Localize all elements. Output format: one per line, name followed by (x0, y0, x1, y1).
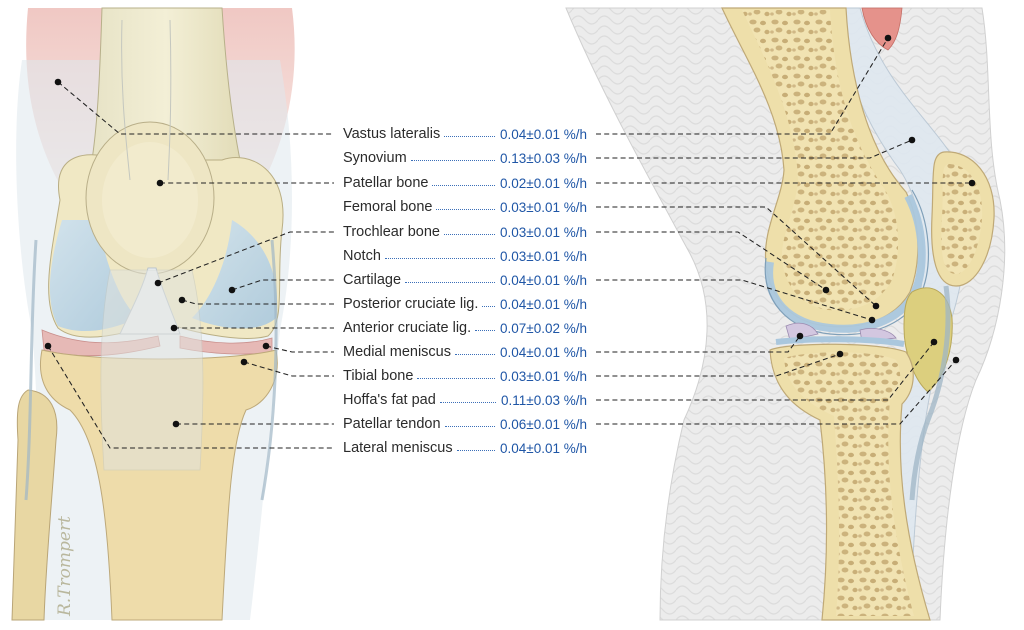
dotted-separator (385, 258, 495, 259)
dot-notch-left (155, 280, 162, 287)
uptake-value: 0.06±0.01 %/h (499, 417, 588, 432)
structure-name: Trochlear bone (342, 224, 441, 240)
structure-row-notch: Notch 0.03±0.01 %/h (342, 245, 588, 267)
uptake-value: 0.04±0.01 %/h (499, 273, 588, 288)
structure-row-tibial-bone: Tibial bone 0.03±0.01 %/h (342, 365, 588, 387)
structure-name: Lateral meniscus (342, 440, 454, 456)
structure-name: Vastus lateralis (342, 126, 441, 142)
structure-name: Femoral bone (342, 199, 433, 215)
dot-anterior-cruciate-left (171, 325, 178, 332)
dot-medial-meniscus-left (263, 343, 270, 350)
dotted-separator (411, 160, 495, 161)
structure-row-cartilage: Cartilage 0.04±0.01 %/h (342, 269, 588, 291)
structure-name: Anterior cruciate lig. (342, 320, 472, 336)
dot-tibial-bone-right (837, 351, 844, 358)
uptake-value: 0.04±0.01 %/h (499, 127, 588, 142)
structure-name: Tibial bone (342, 368, 414, 384)
dotted-separator (436, 209, 495, 210)
structure-name: Patellar tendon (342, 416, 442, 432)
dot-medial-meniscus-right (797, 333, 804, 340)
uptake-value: 0.03±0.01 %/h (499, 225, 588, 240)
dot-cartilage-left (229, 287, 236, 294)
structure-row-hoffas-fat-pad: Hoffa's fat pad 0.11±0.03 %/h (342, 389, 588, 411)
structure-name: Medial meniscus (342, 344, 452, 360)
structure-row-vastus-lateralis: Vastus lateralis 0.04±0.01 %/h (342, 123, 588, 145)
dot-trochlear-bone-right (823, 287, 830, 294)
uptake-value: 0.04±0.01 %/h (499, 297, 588, 312)
artist-signature: R.Trompert (44, 470, 84, 620)
dot-patellar-tendon-left (173, 421, 180, 428)
structure-row-synovium: Synovium 0.13±0.03 %/h (342, 147, 588, 169)
dotted-separator (440, 402, 496, 403)
structure-name: Notch (342, 248, 382, 264)
dotted-separator (457, 450, 495, 451)
uptake-value: 0.07±0.02 %/h (499, 321, 588, 336)
uptake-value: 0.03±0.01 %/h (499, 369, 588, 384)
uptake-value: 0.03±0.01 %/h (499, 249, 588, 264)
structure-name: Hoffa's fat pad (342, 392, 437, 408)
structure-row-femoral-bone: Femoral bone 0.03±0.01 %/h (342, 196, 588, 218)
structure-name: Posterior cruciate lig. (342, 296, 479, 312)
dot-patellar-bone-right (969, 180, 976, 187)
dot-posterior-cruciate-left (179, 297, 186, 304)
structure-row-anterior-cruciate-lig: Anterior cruciate lig. 0.07±0.02 %/h (342, 317, 588, 339)
dot-tibial-bone-left (241, 359, 248, 366)
sagittal-knee-view (566, 8, 1005, 620)
uptake-value: 0.04±0.01 %/h (499, 345, 588, 360)
structure-row-lateral-meniscus: Lateral meniscus 0.04±0.01 %/h (342, 437, 588, 459)
dotted-separator (482, 306, 495, 307)
dot-cartilage-right (869, 317, 876, 324)
dotted-separator (475, 330, 495, 331)
svg-text:R.Trompert: R.Trompert (55, 516, 75, 617)
dot-hoffa-right (931, 339, 938, 346)
dotted-separator (444, 136, 495, 137)
dot-lateral-meniscus-left (45, 343, 52, 350)
dot-patellar-tendon-right (953, 357, 960, 364)
dot-vastus-lateralis-left (55, 79, 62, 86)
structure-name: Patellar bone (342, 175, 429, 191)
dotted-separator (405, 282, 495, 283)
dotted-separator (417, 378, 495, 379)
dot-synovium-right (909, 137, 916, 144)
uptake-value: 0.13±0.03 %/h (499, 151, 588, 166)
dot-vastus-lateralis-right (885, 35, 892, 42)
dot-patellar-bone-left (157, 180, 164, 187)
structure-row-patellar-tendon: Patellar tendon 0.06±0.01 %/h (342, 413, 588, 435)
structure-name: Cartilage (342, 272, 402, 288)
dot-femoral-bone-right (873, 303, 880, 310)
structure-name: Synovium (342, 150, 408, 166)
dotted-separator (432, 185, 495, 186)
structure-row-posterior-cruciate-lig: Posterior cruciate lig. 0.04±0.01 %/h (342, 293, 588, 315)
structure-row-patellar-bone: Patellar bone 0.02±0.01 %/h (342, 172, 588, 194)
uptake-value: 0.11±0.03 %/h (500, 393, 588, 408)
uptake-value: 0.02±0.01 %/h (499, 176, 588, 191)
uptake-value: 0.03±0.01 %/h (499, 200, 588, 215)
dotted-separator (455, 354, 495, 355)
uptake-value: 0.04±0.01 %/h (499, 441, 588, 456)
structure-row-medial-meniscus: Medial meniscus 0.04±0.01 %/h (342, 341, 588, 363)
dotted-separator (444, 234, 495, 235)
structure-row-trochlear-bone: Trochlear bone 0.03±0.01 %/h (342, 221, 588, 243)
dotted-separator (445, 426, 495, 427)
